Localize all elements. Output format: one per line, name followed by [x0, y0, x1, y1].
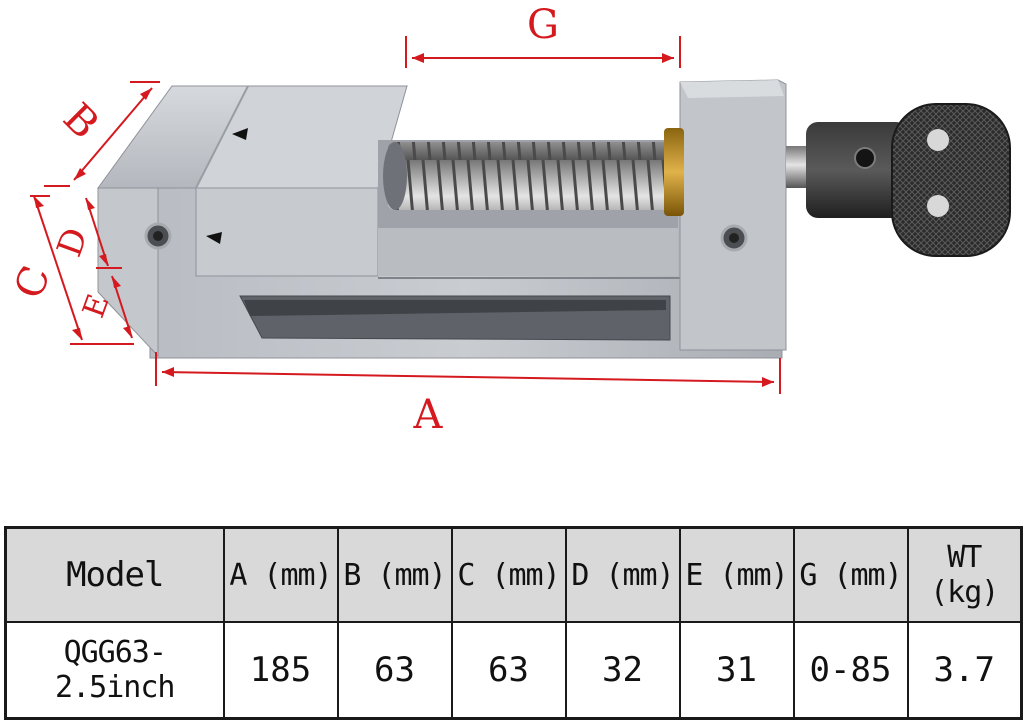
header-b: B (mm) [336, 526, 453, 623]
dimension-label-b: B [54, 95, 107, 148]
dimension-label-g: G [527, 2, 559, 48]
vise-diagram: G A B C D E [6, 2, 1011, 438]
dimension-label-c: C [6, 260, 60, 304]
dimension-label-d: D [49, 223, 96, 262]
header-e: E (mm) [678, 526, 795, 623]
table-row: QGG63-2.5inch 185 63 63 32 31 0-85 3.7 [4, 621, 1023, 720]
table-header-row: Model A (mm) B (mm) C (mm) D (mm) E (mm)… [4, 526, 1023, 623]
cell-c: 63 [450, 621, 567, 720]
knurled-knob [786, 103, 1011, 257]
header-model: Model [4, 526, 225, 623]
dimension-label-a: A [413, 392, 444, 438]
cell-b: 63 [336, 621, 453, 720]
vise-body [97, 79, 787, 359]
dimension-lines [30, 36, 781, 394]
header-c: C (mm) [450, 526, 567, 623]
header-wt: WT (kg) [906, 526, 1023, 623]
cell-d: 32 [564, 621, 681, 720]
spec-table: Model A (mm) B (mm) C (mm) D (mm) E (mm)… [4, 526, 1023, 720]
lead-screw [383, 128, 684, 216]
header-g: G (mm) [792, 526, 909, 623]
header-a: A (mm) [222, 526, 339, 623]
header-d: D (mm) [564, 526, 681, 623]
cell-g: 0-85 [792, 621, 909, 720]
cell-a: 185 [222, 621, 339, 720]
cell-wt: 3.7 [906, 621, 1023, 720]
cell-model: QGG63-2.5inch [4, 621, 225, 720]
cell-e: 31 [678, 621, 795, 720]
